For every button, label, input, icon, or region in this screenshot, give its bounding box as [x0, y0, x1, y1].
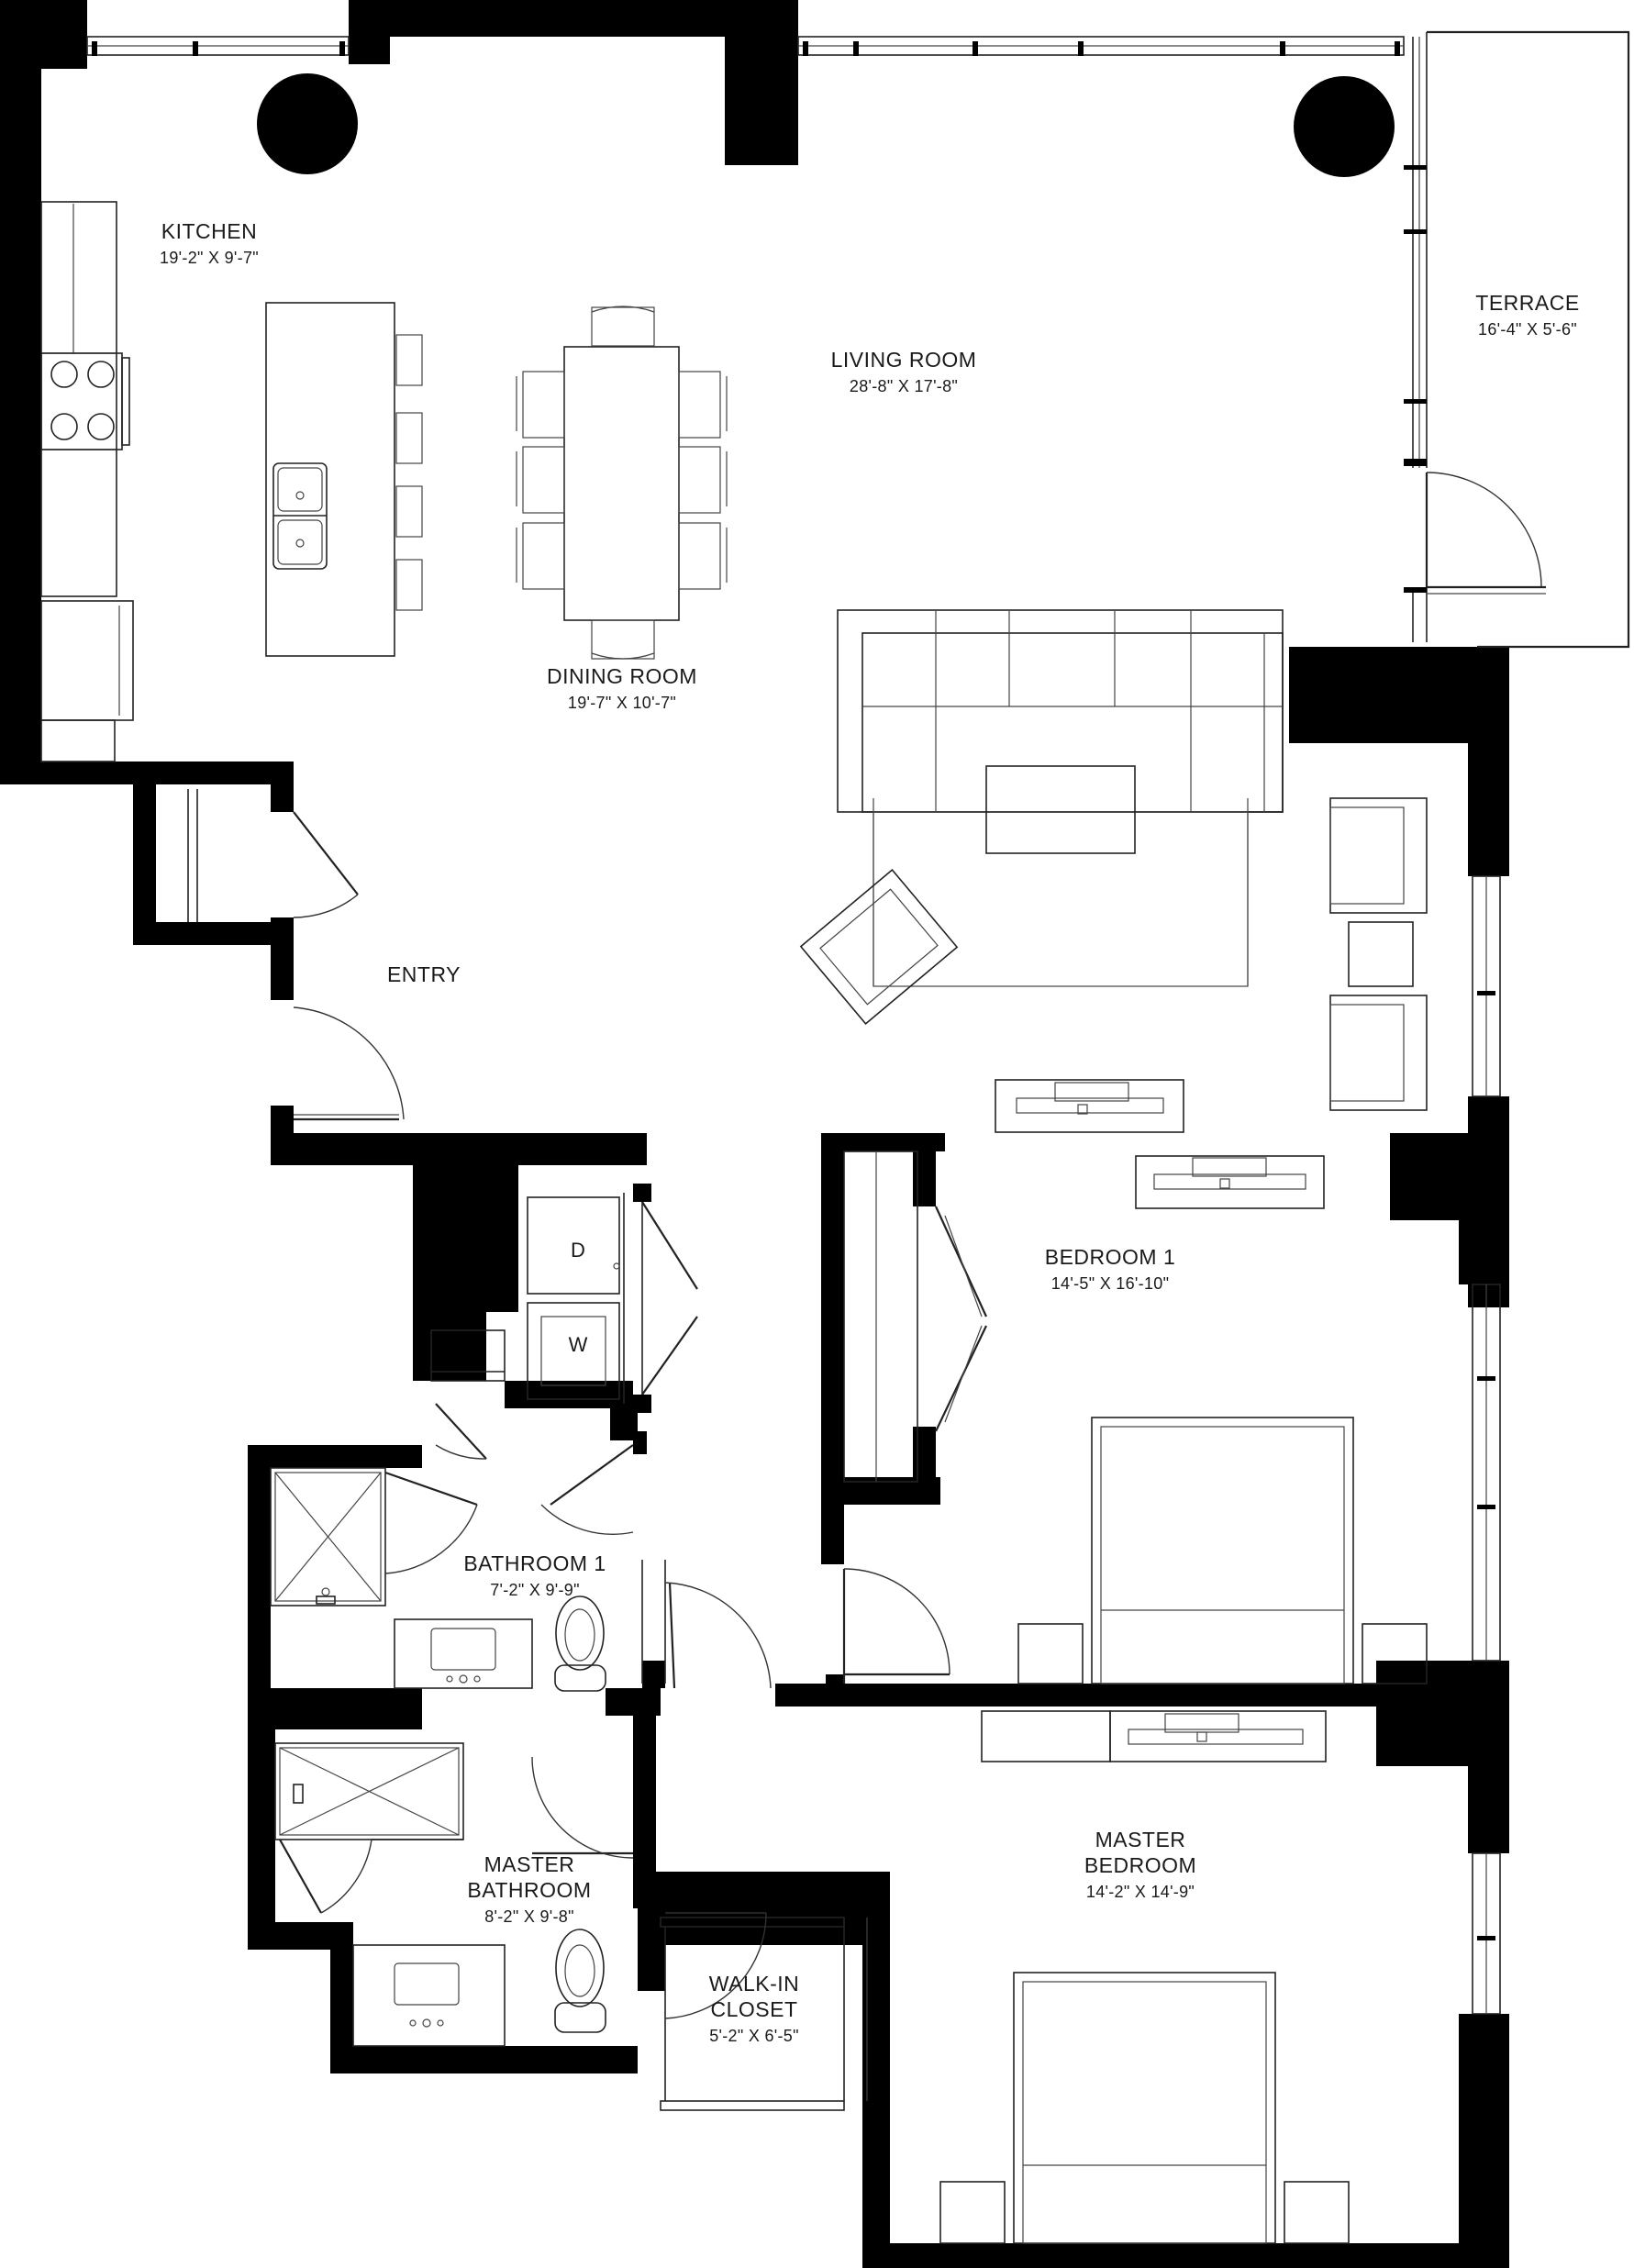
master-bathroom-label-2: BATHROOM: [467, 1878, 591, 1902]
bedroom1-dimensions: 14'-5" X 16'-10": [1051, 1274, 1170, 1293]
kitchen-cabinets: [40, 201, 134, 762]
dryer-label: D: [571, 1239, 585, 1262]
kitchen-dimensions: 19'-2" X 9'-7": [160, 249, 259, 267]
armchair: [799, 868, 959, 1026]
master-bedroom-furniture: [939, 1710, 1350, 2244]
terrace-area: [1404, 30, 1630, 649]
terrace-dimensions: 16'-4" X 5'-6": [1478, 320, 1577, 339]
bedroom1-furniture: [842, 1151, 1428, 1684]
living-room-label: LIVING ROOM: [831, 348, 977, 372]
entry-doors: [187, 789, 405, 1133]
walkin-closet-label-1: WALK-IN: [709, 1972, 800, 1996]
lounge-chairs: [1329, 797, 1428, 1111]
dining-room-dimensions: 19'-7" X 10'-7": [568, 694, 676, 712]
master-bedroom-label-1: MASTER: [1095, 1828, 1186, 1851]
bathroom1-label: BATHROOM 1: [463, 1551, 606, 1575]
dining-room-label: DINING ROOM: [547, 664, 697, 688]
master-bathroom-label-1: MASTER: [484, 1852, 575, 1876]
living-room-dimensions: 28'-8" X 17'-8": [850, 377, 958, 395]
kitchen-island: [265, 302, 423, 657]
room-labels: KITCHEN 19'-2" X 9'-7" LIVING ROOM 28'-8…: [160, 219, 1579, 2045]
sofa: [837, 609, 1284, 813]
washer-label: W: [569, 1333, 588, 1356]
kitchen-label: KITCHEN: [161, 219, 257, 243]
entry-label: ENTRY: [387, 962, 461, 986]
master-bedroom-dimensions: 14'-2" X 14'-9": [1086, 1883, 1195, 1901]
windows: [86, 36, 1501, 2015]
walls: [0, 0, 1509, 2268]
walkin-closet-dimensions: 5'-2" X 6'-5": [709, 2027, 799, 2045]
master-bathroom-dimensions: 8'-2" X 9'-8": [484, 1907, 574, 1926]
column: [257, 73, 358, 174]
master-bedroom-label-2: BEDROOM: [1084, 1853, 1196, 1877]
tv-console: [995, 1079, 1184, 1133]
area-rug: [873, 811, 1249, 987]
bedroom1-label: BEDROOM 1: [1045, 1245, 1176, 1269]
terrace-label: TERRACE: [1475, 291, 1579, 315]
bathroom1-dimensions: 7'-2" X 9'-9": [490, 1581, 580, 1599]
bathroom1-fixtures: [270, 1329, 772, 1692]
laundry: [527, 1184, 698, 1413]
dining-table: [516, 306, 728, 660]
walkin-closet-fixtures: [660, 1911, 868, 2111]
walkin-closet-label-2: CLOSET: [710, 1997, 797, 2021]
coffee-table: [985, 765, 1136, 854]
column: [1294, 76, 1395, 177]
master-bathroom-fixtures: [274, 1742, 634, 2047]
